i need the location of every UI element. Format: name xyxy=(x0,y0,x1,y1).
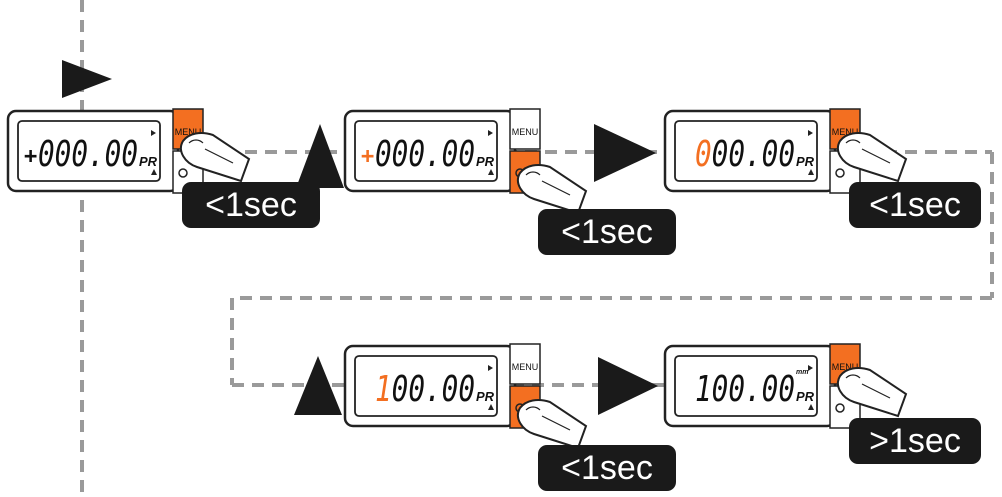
lcd-unit-small: mm xyxy=(796,369,808,376)
finger-icon xyxy=(516,164,588,215)
finger-icon xyxy=(179,132,251,183)
flow-arrows xyxy=(62,60,658,415)
circle-icon xyxy=(178,168,188,178)
up-marker-icon xyxy=(151,169,157,175)
timing-badge-label: <1sec xyxy=(561,449,653,487)
lcd-unit: PR xyxy=(139,154,158,169)
up-arrow-icon xyxy=(296,124,344,188)
lcd-unit: PR xyxy=(476,154,495,169)
timing-badge-label: <1sec xyxy=(205,186,297,224)
circle-icon xyxy=(835,168,845,178)
up-arrow-icon xyxy=(294,356,342,415)
right-arrow-icon xyxy=(62,60,112,98)
menu-button-label: MENU xyxy=(832,362,859,372)
right-marker-icon xyxy=(808,365,813,371)
menu-button-label: MENU xyxy=(832,127,859,137)
right-marker-icon xyxy=(488,130,493,136)
right-arrow-icon xyxy=(594,124,656,182)
right-marker-icon xyxy=(488,365,493,371)
timing-badge: >1sec xyxy=(849,418,981,464)
up-marker-icon xyxy=(808,404,814,410)
timing-badge-label: <1sec xyxy=(561,213,653,251)
lcd-window xyxy=(354,120,498,182)
lcd-unit: PR xyxy=(796,389,815,404)
finger-icon xyxy=(516,399,588,450)
menu-button[interactable] xyxy=(509,108,541,150)
timing-badges: <1sec <1sec <1sec <1sec >1sec xyxy=(182,182,981,491)
menu-button-label: MENU xyxy=(512,362,539,372)
timing-badge: <1sec xyxy=(538,209,676,255)
right-arrow-icon xyxy=(598,357,658,415)
timing-badge-label: >1sec xyxy=(869,422,961,460)
up-marker-icon xyxy=(488,404,494,410)
right-marker-icon xyxy=(808,130,813,136)
timing-badge: <1sec xyxy=(849,182,981,228)
lcd-digits: 000.00 xyxy=(375,134,475,175)
up-marker-icon xyxy=(488,169,494,175)
lcd-digits: 100.00 xyxy=(375,369,475,410)
finger-icon xyxy=(836,367,908,418)
menu-button-label: MENU xyxy=(512,127,539,137)
menu-button[interactable] xyxy=(509,343,541,385)
up-marker-icon xyxy=(808,169,814,175)
lcd-window xyxy=(17,120,161,182)
timing-badge: <1sec xyxy=(182,182,320,228)
lcd-unit: PR xyxy=(476,389,495,404)
lcd-digits: 000.00 xyxy=(38,134,138,175)
right-marker-icon xyxy=(151,130,156,136)
circle-icon xyxy=(835,403,845,413)
lcd-digits: 000.00 xyxy=(695,134,795,175)
lcd-window xyxy=(674,355,818,417)
lcd-sign: + xyxy=(361,144,374,169)
lcd-digits: 100.00 xyxy=(695,369,795,410)
timing-badge: <1sec xyxy=(538,445,676,491)
lcd-unit: PR xyxy=(796,154,815,169)
lcd-sign: + xyxy=(24,144,37,169)
lcd-window xyxy=(674,120,818,182)
menu-button-label: MENU xyxy=(175,127,202,137)
fingers xyxy=(179,132,908,450)
finger-icon xyxy=(836,132,908,183)
lcd-window xyxy=(354,355,498,417)
timing-badge-label: <1sec xyxy=(869,186,961,224)
